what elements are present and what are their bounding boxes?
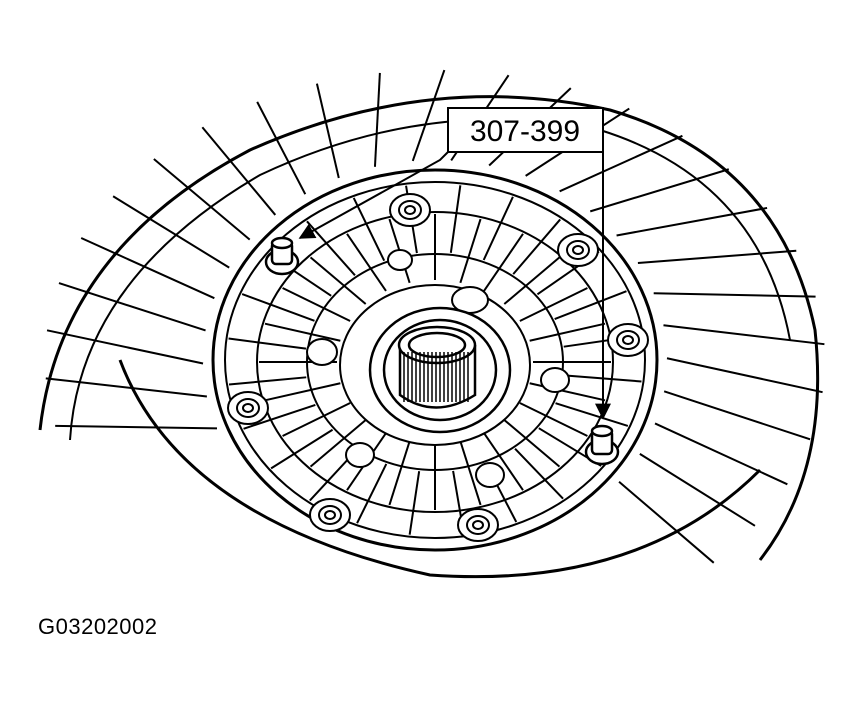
shaft-splines xyxy=(403,352,469,402)
vane-line xyxy=(618,480,715,564)
alignment-pin-right xyxy=(584,424,620,466)
rib-line xyxy=(270,428,334,470)
vane-line xyxy=(589,168,730,213)
bolt-hole-inner xyxy=(572,245,584,255)
bolt-bosses xyxy=(227,193,649,542)
rib-line xyxy=(503,419,561,468)
vane-line xyxy=(666,357,823,394)
vane-line xyxy=(201,126,277,216)
vane-line xyxy=(654,422,788,486)
alignment-pin-left xyxy=(264,236,300,276)
vane-line xyxy=(411,69,446,162)
rib-line xyxy=(264,322,341,342)
bolt-hole-inner xyxy=(472,520,484,530)
rib-line xyxy=(264,382,341,402)
rib-line xyxy=(243,404,316,430)
rib-line xyxy=(529,322,606,342)
rib-line xyxy=(512,218,561,275)
vane-line xyxy=(559,134,683,193)
vane-line xyxy=(663,324,825,346)
rib-line xyxy=(228,376,307,386)
rib-line xyxy=(482,196,514,261)
vane-line xyxy=(373,72,381,167)
rib-line xyxy=(459,440,482,506)
vane-line xyxy=(112,195,230,269)
bolt-hole-inner xyxy=(404,205,416,215)
rib-line xyxy=(483,432,524,491)
vane-line xyxy=(637,249,797,265)
rib-line xyxy=(408,471,421,535)
rib-line xyxy=(554,290,627,320)
outer-housing xyxy=(38,95,820,579)
rib-line xyxy=(388,440,411,506)
tool-number-label: 307-399 xyxy=(470,115,580,148)
rib-line xyxy=(352,197,386,262)
bolt-hole-inner xyxy=(242,403,254,413)
rib-line xyxy=(514,447,564,500)
rib-line xyxy=(459,218,482,284)
rib-line xyxy=(309,256,367,305)
rib-line xyxy=(346,233,387,292)
rib-line xyxy=(282,287,351,322)
vane-line xyxy=(58,282,206,332)
rib-line xyxy=(519,402,588,437)
rib-line xyxy=(309,419,367,468)
rib-line xyxy=(503,256,561,305)
leader-line-left xyxy=(298,151,449,239)
vane-line xyxy=(55,424,218,430)
bolt-hole-inner xyxy=(622,335,634,345)
figure-id: G03202002 xyxy=(38,614,158,639)
rib-line xyxy=(282,402,351,437)
vane-line xyxy=(256,101,307,195)
rib-line xyxy=(483,233,524,292)
vane-line xyxy=(616,206,768,237)
rib-line xyxy=(555,402,629,427)
vane-line xyxy=(663,390,811,441)
vane-line xyxy=(45,377,207,398)
rib-line xyxy=(228,337,307,350)
vane-line xyxy=(639,453,756,527)
bolt-hole-inner xyxy=(324,510,336,520)
rib-line xyxy=(519,287,588,322)
vane-line xyxy=(653,292,816,298)
callout-box xyxy=(447,107,604,153)
rib-line xyxy=(241,293,315,322)
rib-line xyxy=(356,463,388,524)
vane-line xyxy=(46,329,204,365)
vane-line xyxy=(315,83,340,179)
vane-line xyxy=(80,237,215,300)
vane-line xyxy=(153,158,251,241)
tool-callout: 307-399 xyxy=(298,107,611,420)
fluid-passages xyxy=(306,249,570,488)
rib-line xyxy=(449,185,462,253)
